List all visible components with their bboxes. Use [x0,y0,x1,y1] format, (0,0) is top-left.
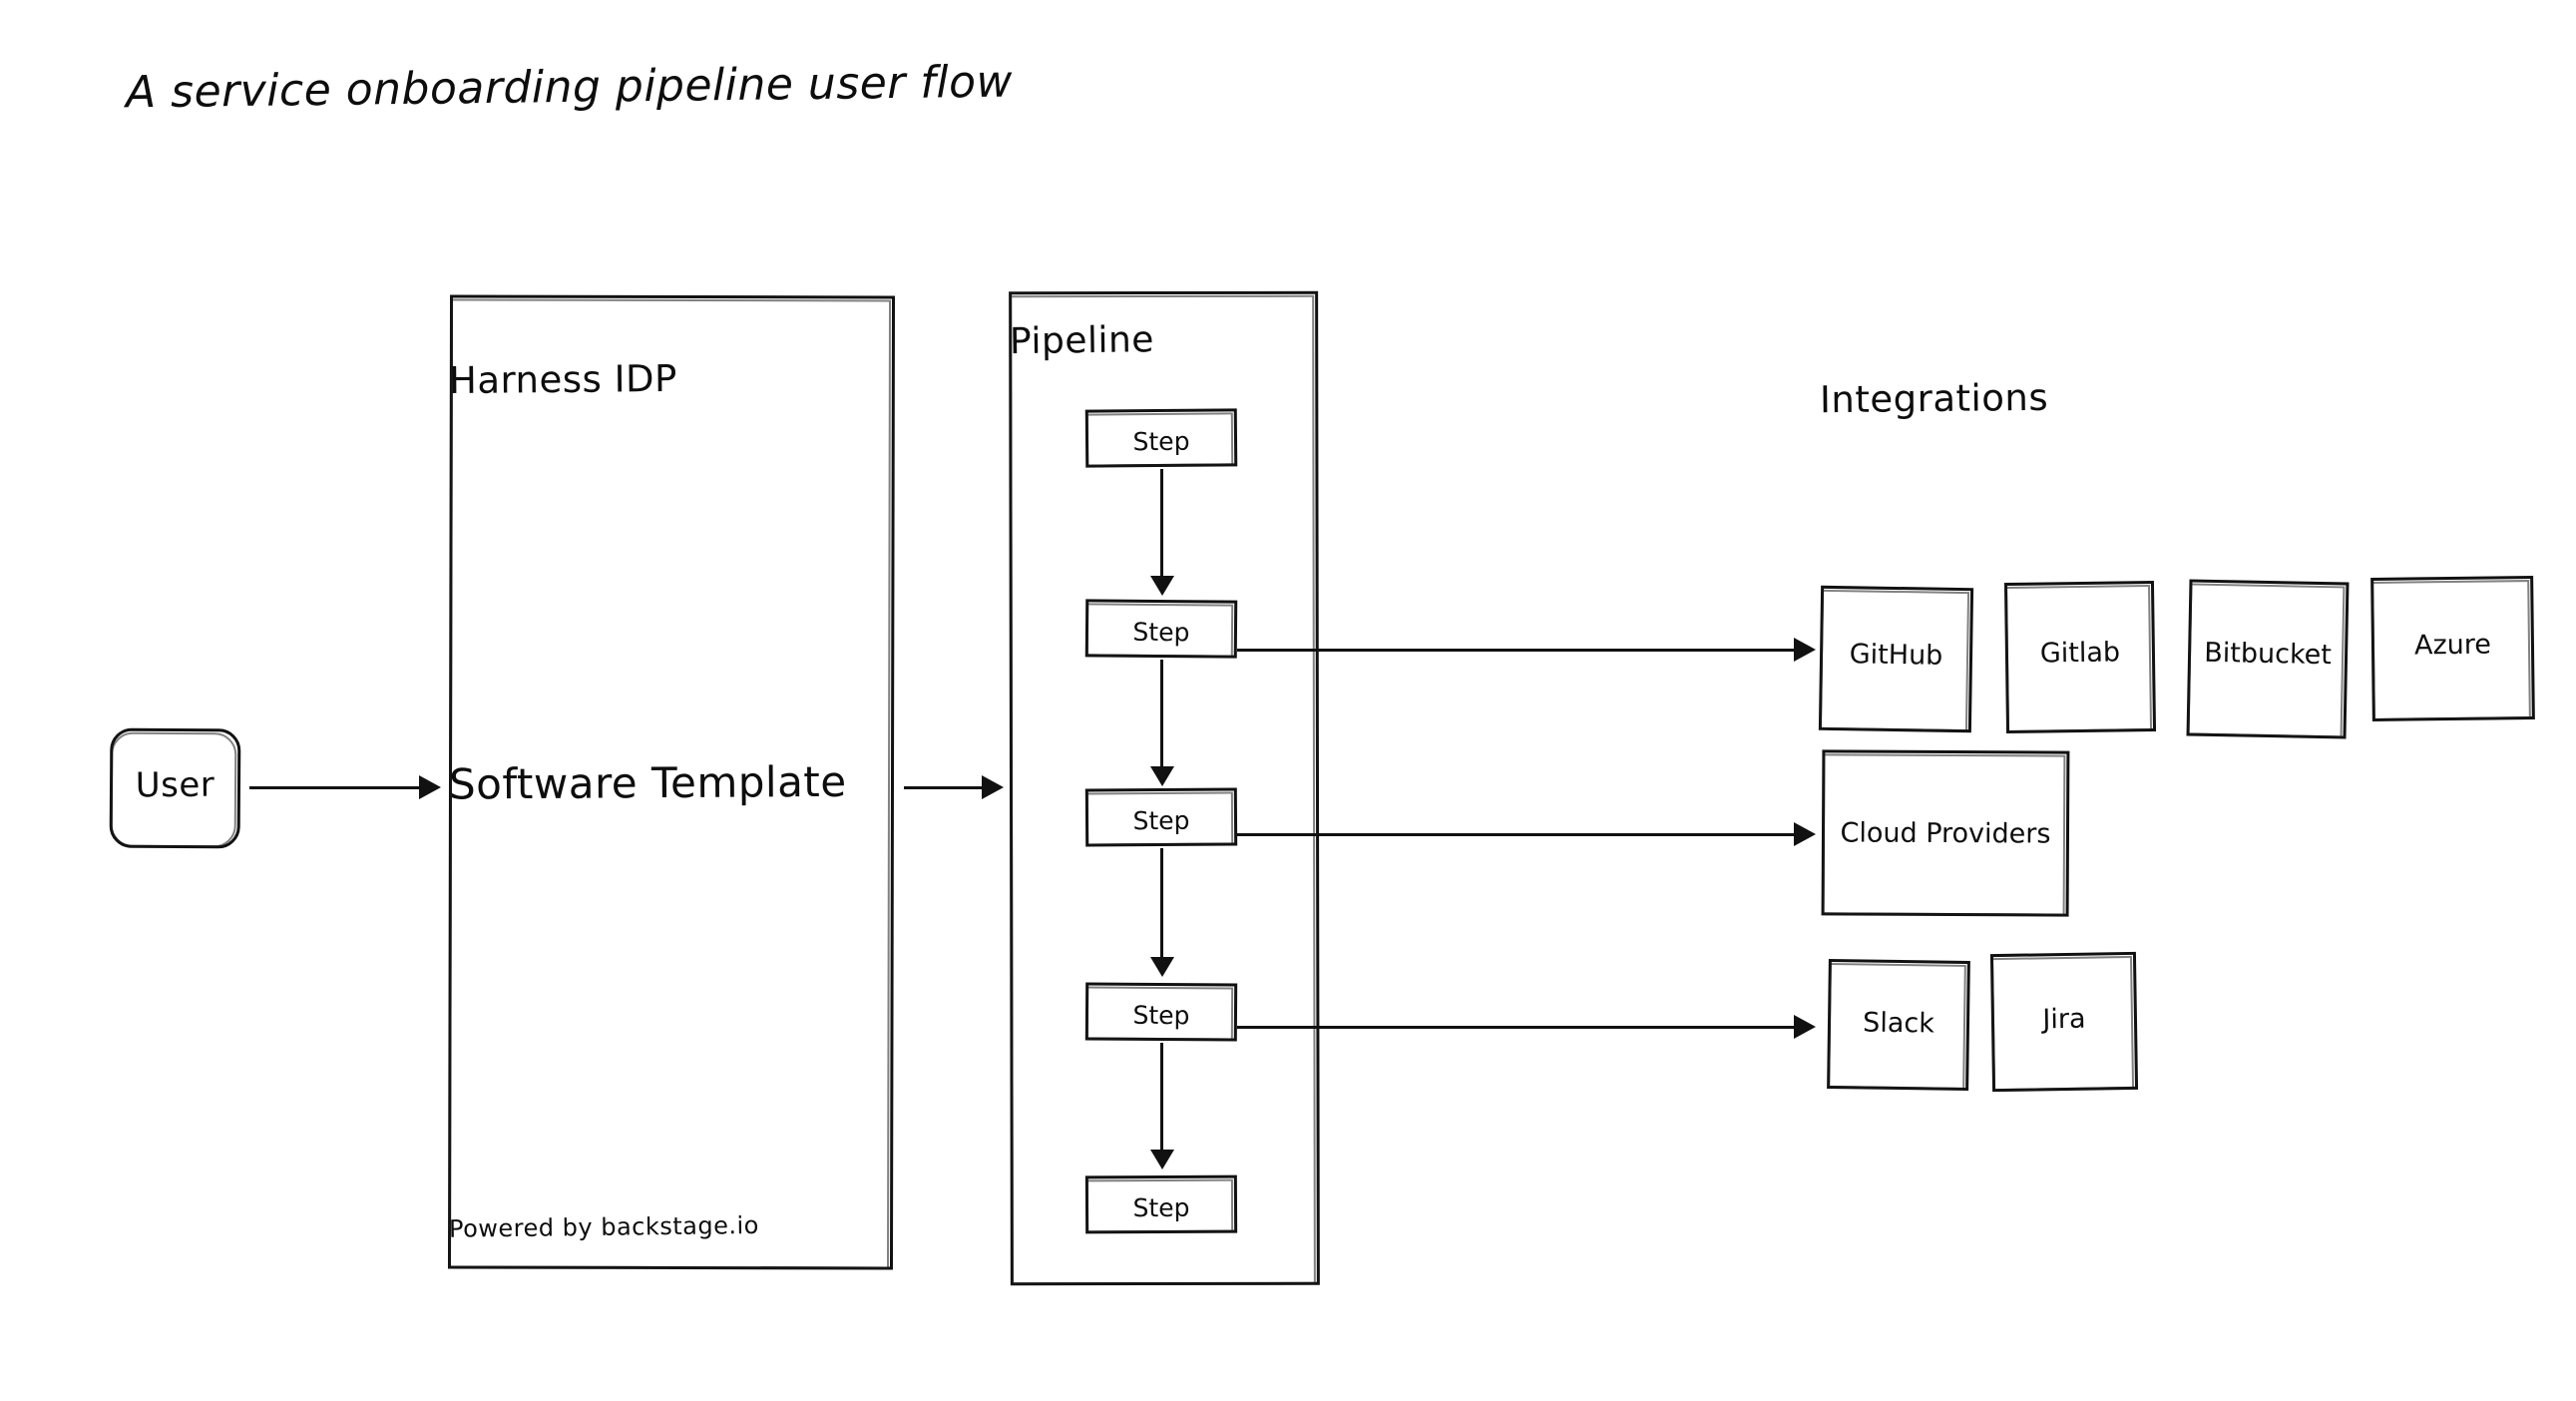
pipeline-step-1-label: Step [1132,426,1190,457]
integration-jira[interactable]: Jira [1989,951,2139,1093]
integration-bitbucket-label: Bitbucket [2204,637,2333,672]
arrow-user-to-idp [249,775,441,799]
integration-cloud-providers[interactable]: Cloud Providers [1821,749,2070,917]
arrow-step2-to-github [1237,638,1816,662]
integration-azure-label: Azure [2413,629,2492,662]
integration-github[interactable]: GitHub [1818,585,1974,733]
pipeline-step-2-label: Step [1132,617,1190,648]
pipeline-step-4-label: Step [1132,1000,1190,1031]
integrations-title: Integrations [1819,375,2049,422]
integration-slack[interactable]: Slack [1827,959,1970,1091]
pipeline-step-3-label: Step [1132,805,1190,836]
pipeline-step-4[interactable]: Step [1084,982,1238,1042]
pipeline-step-3[interactable]: Step [1084,787,1238,847]
arrow-idp-to-pipeline [904,775,1004,799]
software-template-label: Software Template [448,756,847,809]
pipeline-step-5-label: Step [1132,1192,1190,1223]
pipeline-step-1[interactable]: Step [1084,408,1238,468]
pipeline-title: Pipeline [1009,319,1155,363]
user-node-label: User [135,764,215,806]
integration-jira-label: Jira [2042,1003,2086,1036]
arrow-step4-to-slack [1237,1015,1816,1039]
arrow-step1-to-step2 [1150,469,1174,596]
arrow-step3-to-cloud-providers [1237,822,1816,846]
integration-gitlab[interactable]: Gitlab [2003,580,2157,734]
harness-idp-title: Harness IDP [448,356,677,402]
integration-azure[interactable]: Azure [2370,576,2535,721]
diagram-title: A service onboarding pipeline user flow [125,56,1014,119]
integration-gitlab-label: Gitlab [2039,637,2121,670]
integration-bitbucket[interactable]: Bitbucket [2186,579,2350,739]
integration-slack-label: Slack [1862,1007,1935,1040]
integration-github-label: GitHub [1849,639,1943,672]
arrow-step4-to-step5 [1150,1043,1174,1169]
integration-cloud-providers-label: Cloud Providers [1840,817,2051,850]
pipeline-step-2[interactable]: Step [1084,599,1238,659]
arrow-step2-to-step3 [1150,660,1174,786]
arrow-step3-to-step4 [1150,848,1174,977]
pipeline-step-5[interactable]: Step [1084,1174,1238,1234]
powered-by-backstage-label: Powered by backstage.io [448,1210,760,1243]
